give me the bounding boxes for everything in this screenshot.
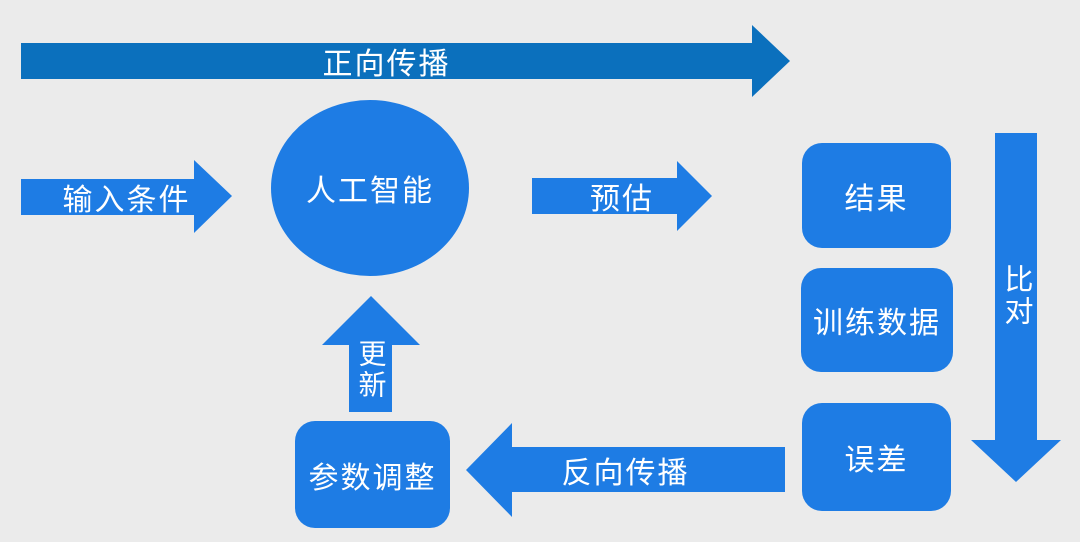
forward-propagation-arrow: 正向传播 (21, 25, 790, 97)
param-adjust-box: 参数调整 (295, 421, 450, 528)
param-adjust-box-label: 参数调整 (308, 461, 437, 495)
predict-arrow-head-icon (677, 161, 712, 231)
input-conditions-arrow: 输入条件 (21, 160, 232, 233)
predict-arrow-label: 预估 (590, 183, 654, 216)
update-arrow: 更新 (322, 296, 420, 412)
compare-arrow-shaft (995, 133, 1037, 440)
training-data-box-label: 训练数据 (813, 307, 941, 340)
input-arrow-label: 输入条件 (62, 184, 191, 217)
predict-arrow-shaft (532, 178, 677, 214)
ai-node: 人工智能 (271, 100, 469, 276)
input-arrow-head-icon (194, 160, 232, 233)
error-box: 误差 (802, 403, 951, 511)
backward-arrow-label: 反向传播 (561, 456, 690, 490)
result-box: 结果 (802, 143, 951, 248)
error-box-label: 误差 (844, 444, 909, 477)
compare-arrow: 比对 (971, 133, 1061, 482)
compare-arrow-head-icon (971, 440, 1061, 482)
ai-node-label: 人工智能 (306, 175, 434, 208)
forward-arrow-shaft (21, 43, 752, 79)
training-data-box: 训练数据 (801, 268, 953, 372)
backward-propagation-arrow: 反向传播 (466, 423, 785, 517)
backward-arrow-shaft (512, 447, 785, 492)
forward-arrow-head-icon (752, 25, 790, 97)
compare-arrow-label: 比对 (1000, 264, 1032, 328)
forward-arrow-label: 正向传播 (322, 48, 451, 81)
input-arrow-shaft (21, 179, 194, 215)
update-arrow-label: 更新 (355, 339, 387, 401)
backward-arrow-head-icon (466, 423, 512, 517)
predict-arrow: 预估 (532, 161, 712, 231)
update-arrow-shaft (349, 345, 392, 412)
update-arrow-head-icon (322, 296, 420, 345)
result-box-label: 结果 (844, 182, 909, 216)
